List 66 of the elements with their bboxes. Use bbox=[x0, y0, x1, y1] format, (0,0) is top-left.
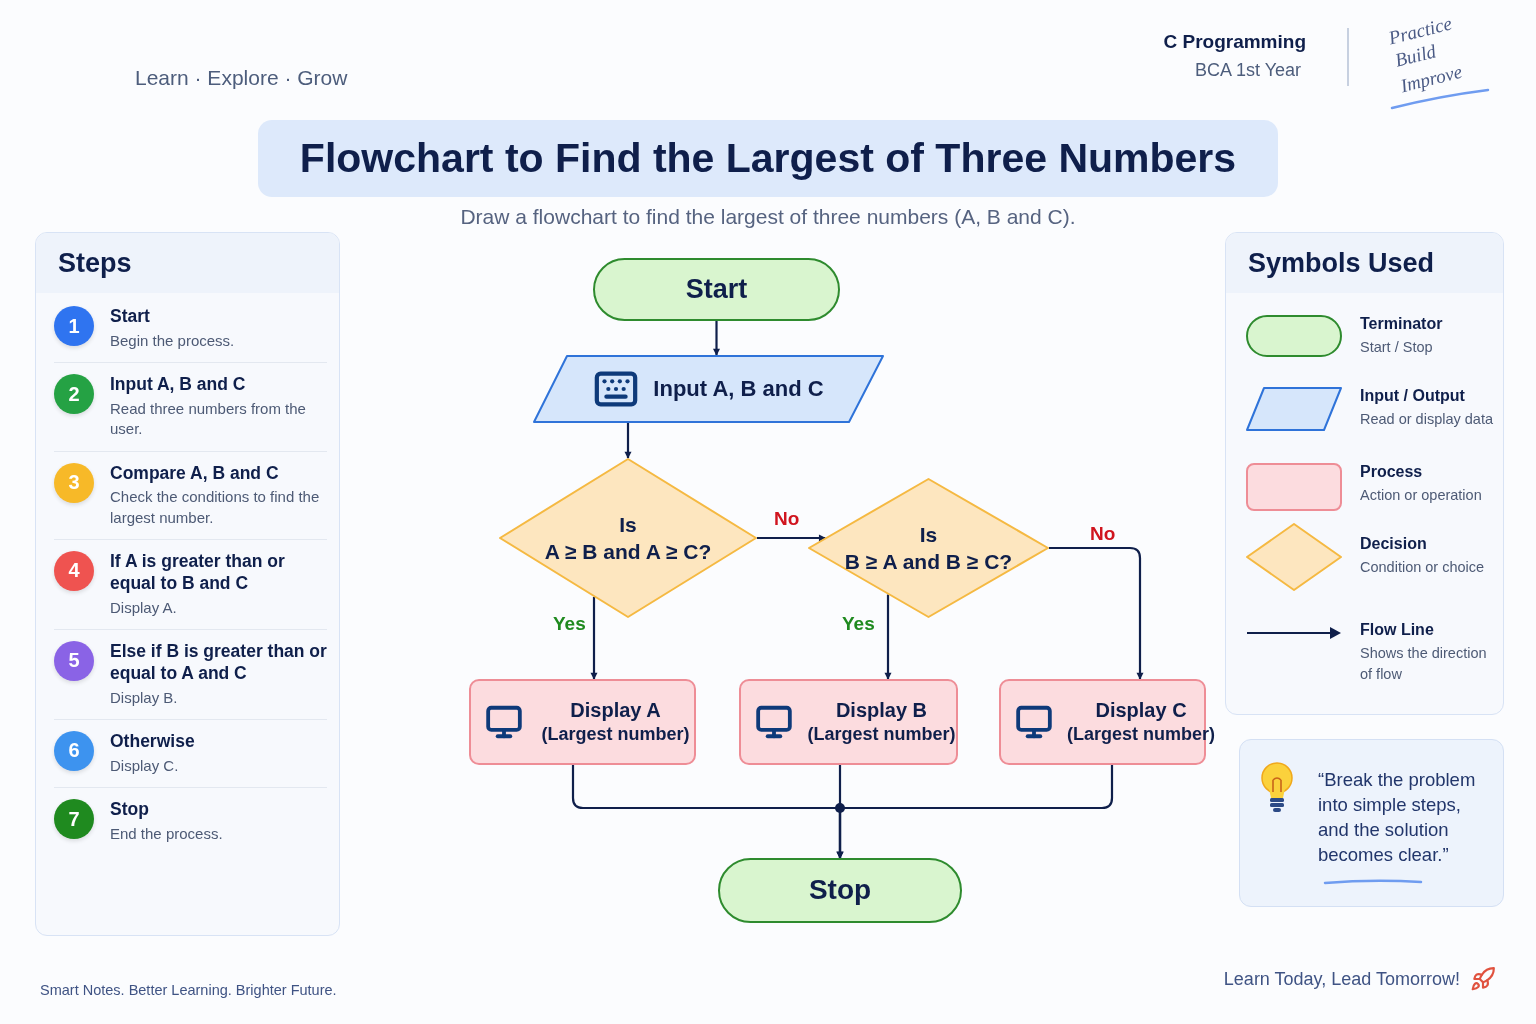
legend-description: Shows the direction of flow bbox=[1360, 644, 1488, 684]
legend-label: Terminator bbox=[1360, 315, 1443, 333]
input-parallelogram bbox=[533, 355, 884, 423]
flow-arrow bbox=[713, 321, 720, 356]
legend-description: Action or operation bbox=[1360, 486, 1482, 505]
node-sublabel: A ≥ B and A ≥ C? bbox=[544, 539, 712, 565]
step-number: 4 bbox=[54, 550, 94, 591]
step-description: Display A. bbox=[110, 597, 178, 618]
step-number: 5 bbox=[54, 640, 94, 681]
node-label: Input A, B and C bbox=[653, 374, 824, 403]
step-heading: Else if B is greater than or equal to A and C bbox=[110, 640, 327, 685]
course-name: C Programming bbox=[1163, 31, 1306, 53]
step-description: End the process. bbox=[110, 823, 223, 844]
decision-diamond bbox=[808, 478, 1049, 618]
legend-label: Input / Output bbox=[1360, 387, 1466, 405]
flow-arrow bbox=[884, 594, 892, 680]
flow-arrow bbox=[757, 534, 826, 542]
node-sublabel: B ≥ A and B ≥ C? bbox=[844, 549, 1013, 575]
panel-title: Symbols Used bbox=[1248, 247, 1435, 279]
legend-description: Condition or choice bbox=[1360, 558, 1485, 577]
legend-label: Flow Line bbox=[1360, 621, 1435, 639]
legend-description: Start / Stop bbox=[1360, 338, 1434, 357]
node-sublabel: (Largest number) bbox=[541, 723, 690, 747]
node-label: Is bbox=[919, 521, 938, 548]
title: Flowchart to Find the Largest of Three Numbers bbox=[299, 135, 1237, 182]
quote-text: “Break the problem into simple steps, and the solution becomes clear.” bbox=[1318, 768, 1477, 868]
course-year: BCA 1st Year bbox=[1194, 60, 1301, 81]
step-heading: Input A, B and C bbox=[110, 374, 247, 396]
node-label: Display A bbox=[570, 698, 661, 724]
step-heading: Otherwise bbox=[110, 730, 195, 753]
step-description: Display B. bbox=[110, 687, 179, 708]
footer-slogan: Smart Notes. Better Learning. Brighter Future. bbox=[40, 982, 337, 998]
flow-arrow bbox=[1049, 546, 1144, 680]
process-box bbox=[469, 679, 696, 765]
node-label: Display C bbox=[1095, 698, 1187, 724]
step-heading: Stop bbox=[110, 799, 150, 821]
node-label: Display B bbox=[835, 698, 928, 724]
tagline: Learn · Explore · Grow bbox=[135, 66, 348, 90]
step-description: Begin the process. bbox=[110, 330, 235, 351]
footer-motto: Learn Today, Lead Tomorrow! bbox=[1223, 969, 1460, 990]
subtitle: Draw a flowchart to find the largest of three numbers (A, B and C). bbox=[459, 205, 1077, 229]
node-label: Is bbox=[619, 511, 637, 538]
step-heading: If A is greater than or equal to B and C bbox=[110, 550, 286, 595]
step-number: 6 bbox=[54, 730, 94, 771]
step-description: Read three numbers from the user. bbox=[110, 399, 307, 440]
flow-arrow bbox=[590, 596, 598, 680]
legend-label: Process bbox=[1360, 463, 1424, 481]
step-heading: Compare A, B and C bbox=[110, 462, 280, 485]
node-label: Start bbox=[685, 272, 748, 306]
process-box bbox=[739, 679, 958, 765]
panel-title: Steps bbox=[58, 247, 132, 279]
node-label: Stop bbox=[808, 873, 872, 908]
decision-diamond bbox=[499, 458, 757, 618]
flow-arrow bbox=[624, 423, 632, 459]
flow-arrow bbox=[836, 765, 1114, 859]
step-number: 7 bbox=[54, 799, 94, 839]
step-number: 2 bbox=[54, 374, 94, 415]
step-description: Display C. bbox=[110, 755, 180, 776]
step-heading: Start bbox=[110, 306, 151, 328]
step-number: 3 bbox=[54, 462, 94, 503]
node-sublabel: (Largest number) bbox=[1067, 723, 1216, 747]
legend-label: Decision bbox=[1360, 535, 1428, 553]
legend-description: Read or display data bbox=[1360, 410, 1493, 429]
node-sublabel: (Largest number) bbox=[807, 723, 956, 747]
step-number: 1 bbox=[54, 306, 94, 346]
step-description: Check the conditions to find the largest number. bbox=[110, 487, 321, 528]
